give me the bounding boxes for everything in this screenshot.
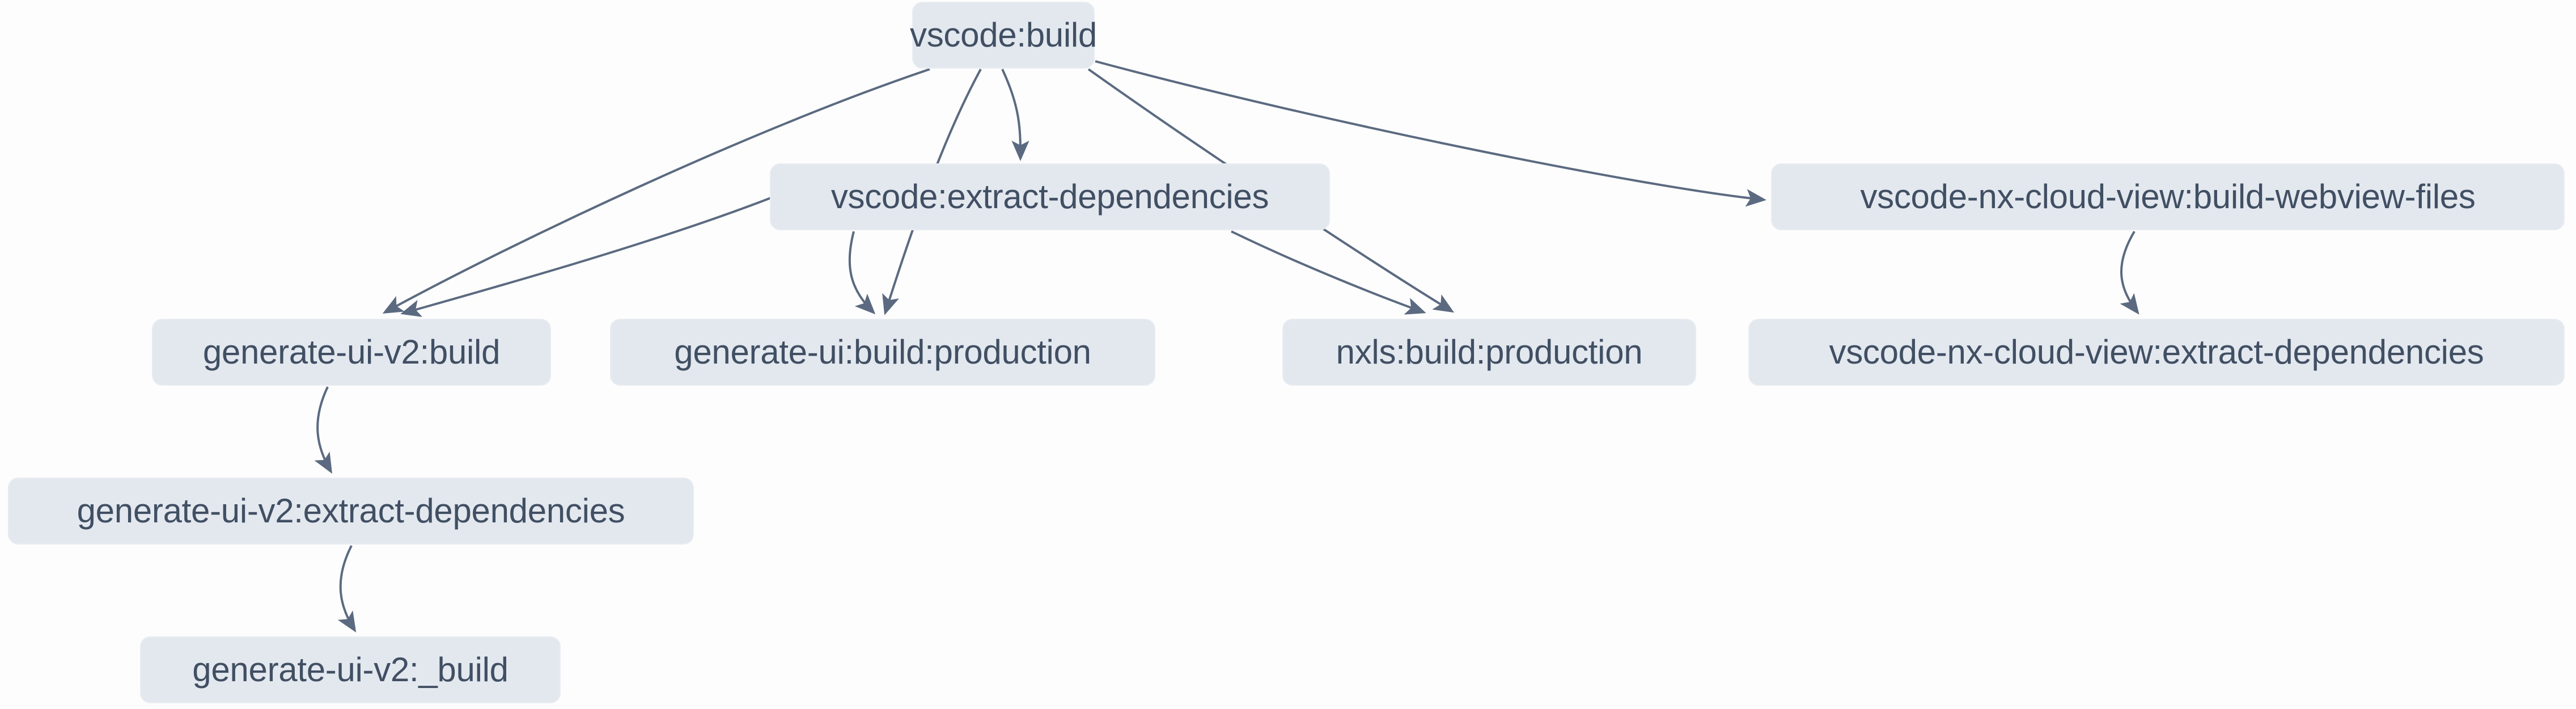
graph-node-vscode-nx-cloud-view-extract-dependencies[interactable]: vscode-nx-cloud-view:extract-dependencie… — [1748, 319, 2565, 386]
graph-node-generate-ui-build-production[interactable]: generate-ui:build:production — [610, 319, 1155, 386]
graph-node-label: vscode:build — [910, 16, 1097, 54]
graph-node-label: generate-ui-v2:build — [202, 333, 501, 371]
graph-edge — [2120, 230, 2139, 315]
graph-node-generate-ui-v2-extract-dependencies[interactable]: generate-ui-v2:extract-dependencies — [8, 478, 694, 545]
graph-node-vscode-extract-dependencies[interactable]: vscode:extract-dependencies — [770, 163, 1330, 230]
graph-node-generate-ui-v2-build[interactable]: generate-ui-v2:build — [152, 319, 551, 386]
graph-node-label: generate-ui-v2:_build — [192, 651, 509, 689]
graph-edge — [400, 196, 773, 317]
graph-edge — [848, 231, 876, 315]
graph-node-label: nxls:build:production — [1336, 333, 1643, 371]
graph-node-label: generate-ui:build:production — [674, 333, 1091, 371]
graph-node-vscode-nx-cloud-view-build-webview-files[interactable]: vscode-nx-cloud-view:build-webview-files — [1771, 163, 2565, 230]
graph-edge — [337, 545, 357, 633]
graph-node-label: generate-ui-v2:extract-dependencies — [77, 492, 625, 530]
graph-edge — [1231, 230, 1426, 315]
graph-node-generate-ui-v2-build-underscore[interactable]: generate-ui-v2:_build — [140, 636, 561, 703]
graph-node-label: vscode:extract-dependencies — [831, 178, 1269, 216]
graph-node-label: vscode-nx-cloud-view:extract-dependencie… — [1829, 333, 2484, 371]
graph-node-nxls-build-production[interactable]: nxls:build:production — [1282, 319, 1696, 386]
graph-edge — [314, 386, 332, 474]
graph-node-vscode-build[interactable]: vscode:build — [910, 2, 1097, 69]
graph-edge — [1001, 69, 1029, 161]
graph-node-label: vscode-nx-cloud-view:build-webview-files — [1860, 178, 2476, 216]
